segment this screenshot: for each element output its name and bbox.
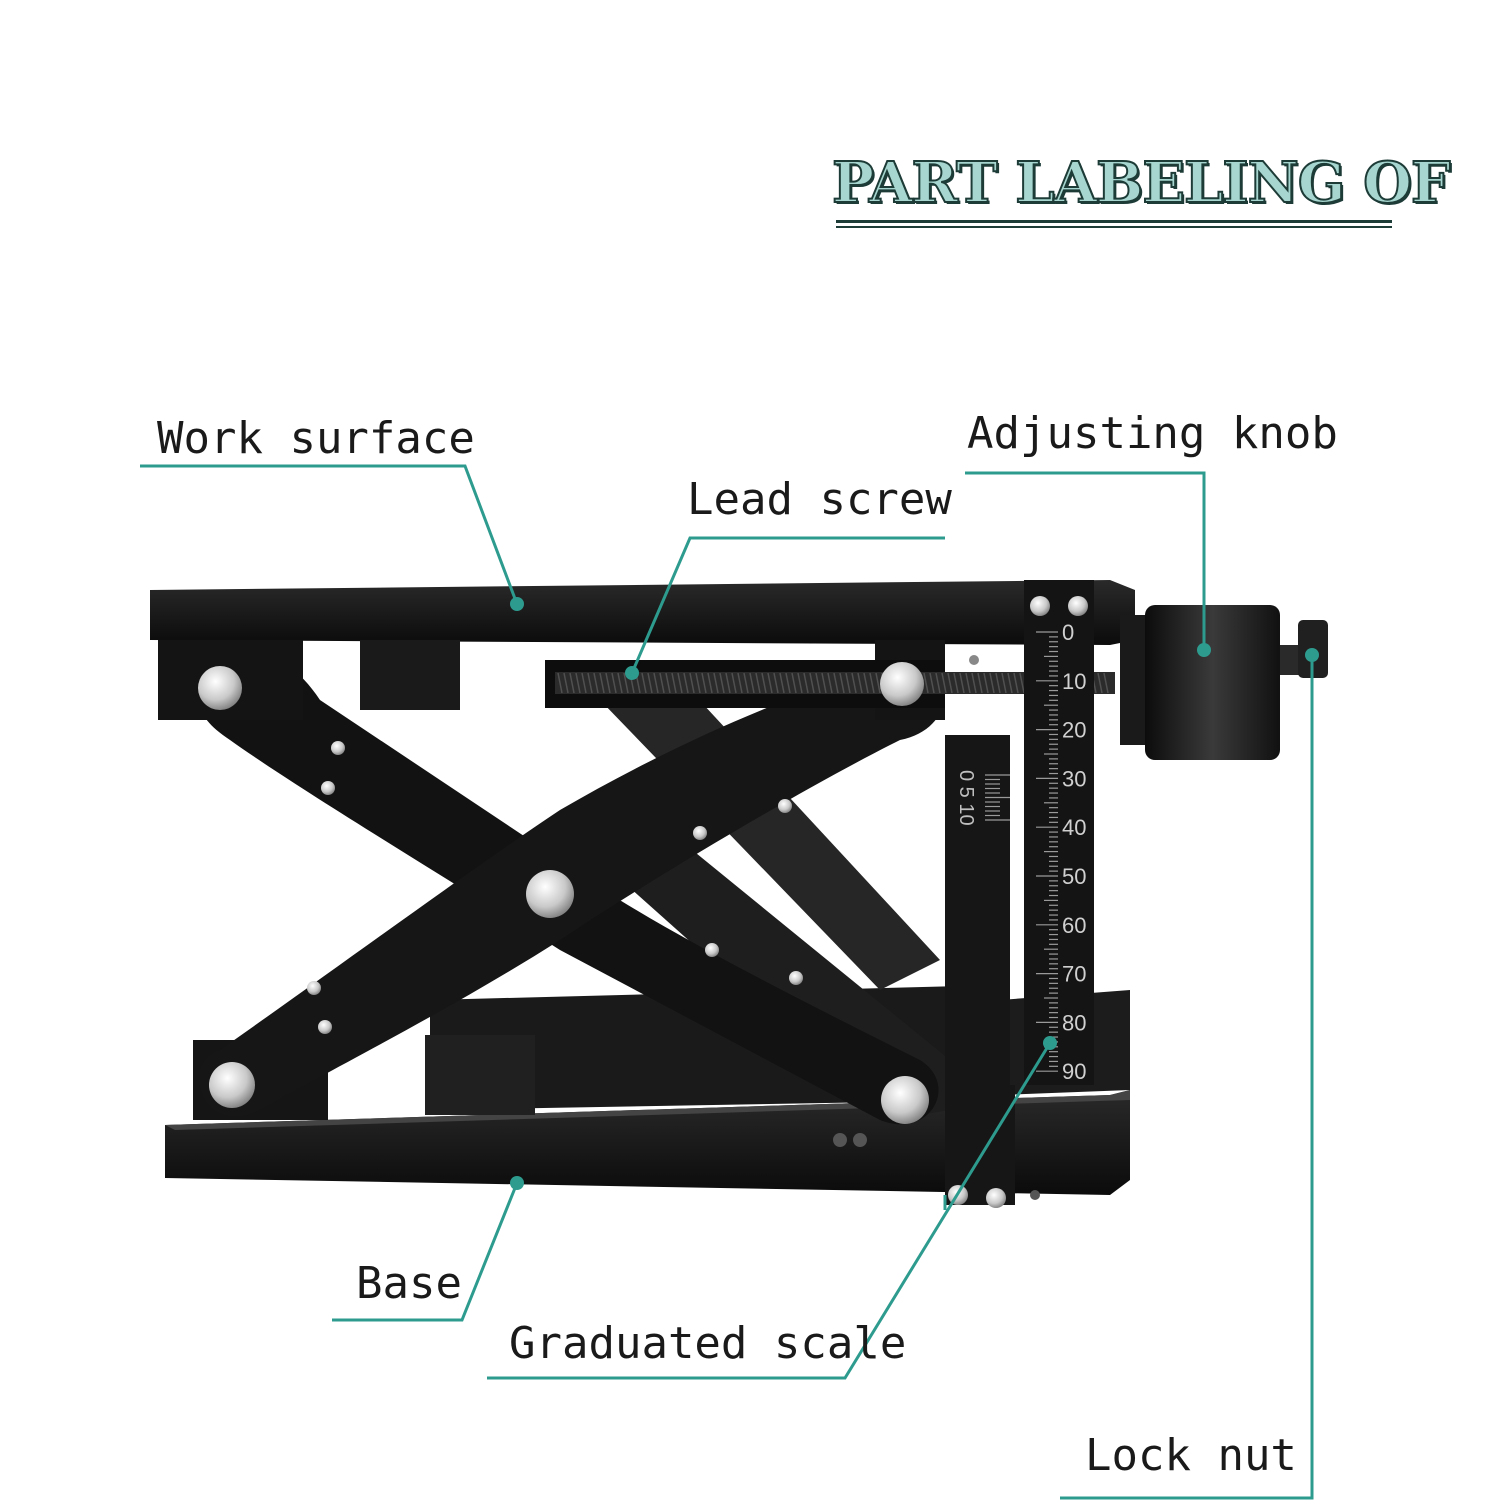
scale-tick-label: 10 [1062,669,1086,694]
scale-labels: 0 10 20 30 40 50 60 70 80 90 [1062,620,1086,1084]
scale-tick-label: 60 [1062,913,1086,938]
leader-lead-screw [630,536,945,674]
leader-lines [140,464,1314,1500]
title-underline-secondary [836,226,1392,228]
leader-lock-nut [1060,655,1314,1500]
scale-tick-label: 80 [1062,1010,1086,1035]
scale-tick-label: 70 [1062,962,1086,987]
leader-adjusting-knob [965,471,1206,650]
leader-base [332,1182,519,1322]
label-lead-screw: Lead screw [687,474,952,525]
label-lock-nut: Lock nut [1085,1430,1297,1481]
leader-dots [510,597,1319,1190]
scale-tick-label: 90 [1062,1059,1086,1084]
scale-tick-label: 50 [1062,864,1086,889]
page-title: PART LABELING OF [831,149,1452,217]
label-graduated-scale: Graduated scale [509,1318,907,1369]
vernier-label: 0 5 10 [955,770,977,826]
leader-graduated-scale [487,1042,1052,1380]
scale-tick-label: 0 [1062,620,1074,645]
label-adjusting-knob: Adjusting knob [967,408,1338,459]
scale-tick-label: 20 [1062,718,1086,743]
label-base: Base [356,1258,462,1309]
label-work-surface: Work surface [157,413,475,464]
scale-tick-label: 30 [1062,766,1086,791]
scale-tick-label: 40 [1062,815,1086,840]
title-underline [836,220,1392,223]
work-surface-plate [150,580,1135,720]
leader-work-surface [140,464,519,605]
adjusting-knob [1120,605,1328,760]
pivot-screws [198,596,1088,1208]
